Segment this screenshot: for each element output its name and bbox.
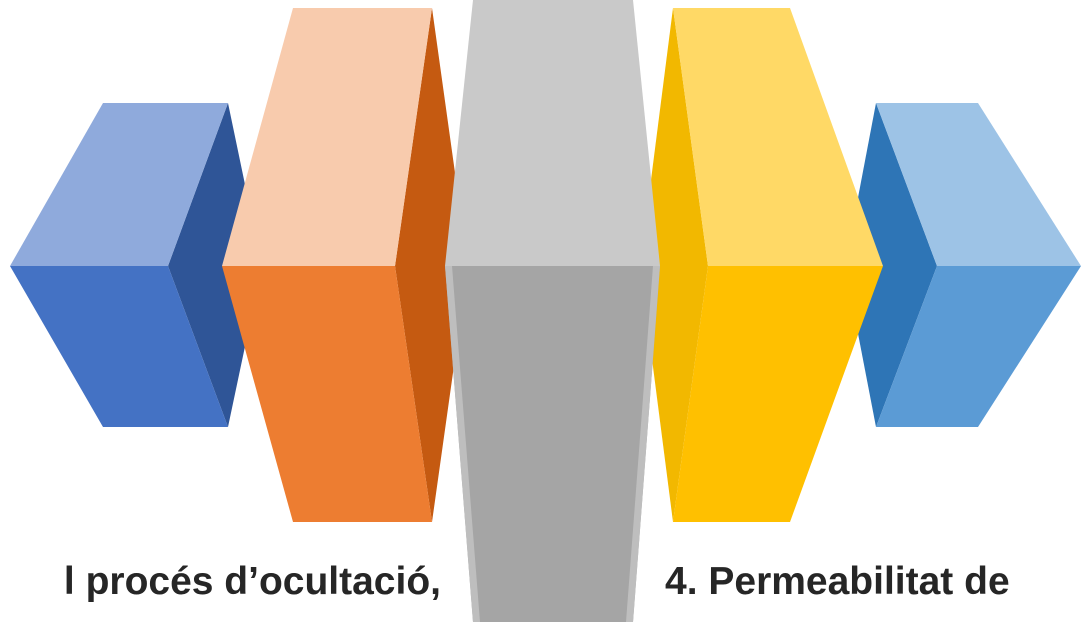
block-yellow bbox=[640, 8, 883, 522]
block-orange-front bbox=[222, 266, 432, 522]
caption-right: 4. Permeabilitat de bbox=[665, 562, 1010, 601]
block-orange bbox=[222, 8, 468, 522]
block-grey-center bbox=[445, 0, 660, 622]
block-yellow-front bbox=[673, 266, 883, 522]
block-grey-center-front bbox=[445, 266, 660, 622]
block-orange-top bbox=[222, 8, 432, 266]
block-grey-center-top bbox=[445, 0, 660, 266]
caption-left: l procés d’ocultació, bbox=[64, 562, 441, 601]
block-yellow-top bbox=[673, 8, 883, 266]
